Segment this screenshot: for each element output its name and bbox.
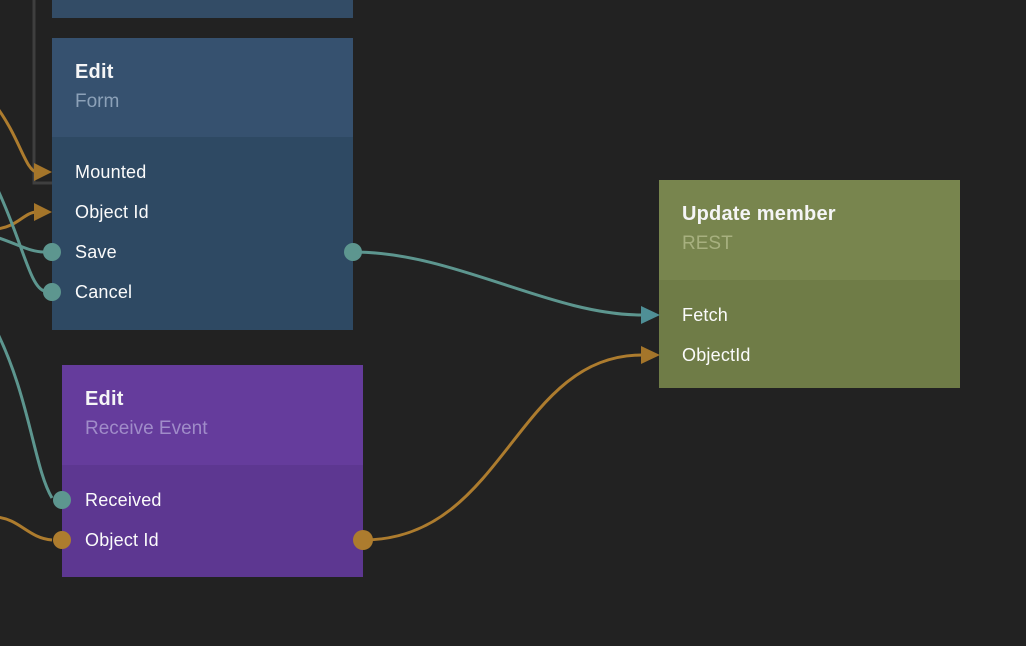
connection-into-object-id-receive[interactable] xyxy=(0,516,53,542)
node-title: Update member xyxy=(682,203,836,225)
node-subtitle: Form xyxy=(75,91,120,112)
input-arrowhead-objectid-icon[interactable] xyxy=(641,346,660,364)
connection-into-mounted[interactable] xyxy=(0,106,38,174)
port-objectid[interactable]: ObjectId xyxy=(682,345,751,365)
node-title: Edit xyxy=(85,388,124,410)
port-received[interactable]: Received xyxy=(85,490,162,510)
input-arrowhead-fetch-icon[interactable] xyxy=(641,306,660,324)
node-subtitle: REST xyxy=(682,233,733,254)
node-title: Edit xyxy=(75,61,114,83)
node-partial-top[interactable] xyxy=(52,0,353,18)
node-edit-form[interactable]: Edit Form Mounted Object Id Save Cancel xyxy=(52,38,353,330)
port-fetch[interactable]: Fetch xyxy=(682,305,729,325)
connection-stepped-grey[interactable] xyxy=(32,0,52,185)
connection-into-object-id[interactable] xyxy=(0,210,38,230)
node-body: Received Object Id xyxy=(62,465,363,577)
port-save[interactable]: Save xyxy=(75,242,117,262)
node-header[interactable]: Edit Form xyxy=(52,38,353,137)
node-subtitle: Receive Event xyxy=(85,418,208,439)
node-header[interactable]: Edit Receive Event xyxy=(62,365,363,465)
node-header[interactable]: Update member REST xyxy=(659,180,960,280)
node-body: Mounted Object Id Save Cancel xyxy=(52,137,353,330)
connection-into-cancel[interactable] xyxy=(0,186,46,293)
node-body: Fetch ObjectId xyxy=(659,280,960,388)
connection-object-id-to-objectid[interactable] xyxy=(362,353,643,542)
node-update-member[interactable]: Update member REST Fetch ObjectId xyxy=(659,180,960,388)
connection-into-save[interactable] xyxy=(0,236,45,254)
connection-into-received[interactable] xyxy=(0,330,54,499)
port-cancel[interactable]: Cancel xyxy=(75,282,133,302)
port-object-id[interactable]: Object Id xyxy=(75,202,149,222)
node-edit-receive-event[interactable]: Edit Receive Event Received Object Id xyxy=(62,365,363,577)
port-object-id[interactable]: Object Id xyxy=(85,530,159,550)
port-mounted[interactable]: Mounted xyxy=(75,162,147,182)
input-arrowhead-mounted-icon[interactable] xyxy=(34,163,52,181)
input-arrowhead-object-id-icon[interactable] xyxy=(34,203,52,221)
connection-save-to-fetch[interactable] xyxy=(352,250,643,317)
